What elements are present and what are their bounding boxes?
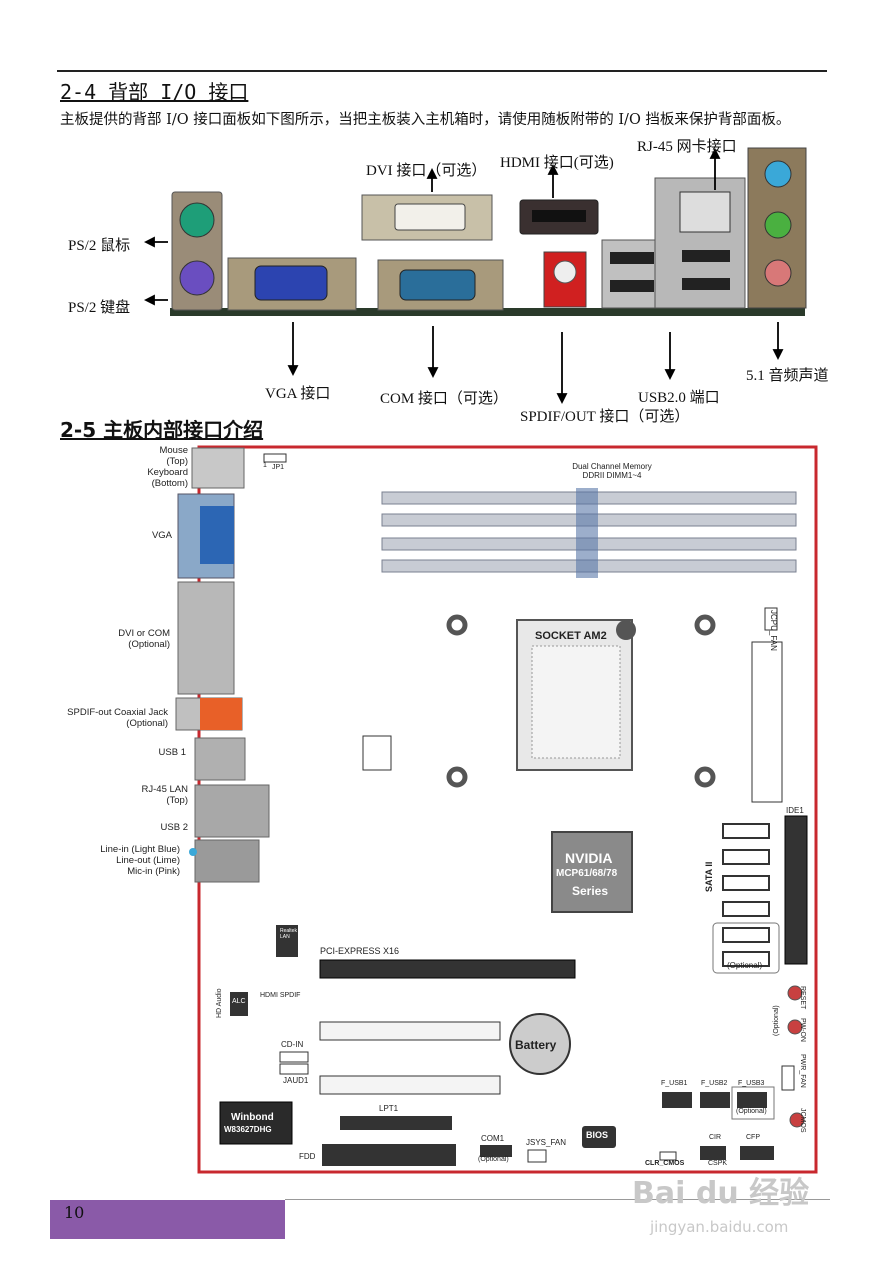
board-label-hdmi-spdif: HDMI SPDIF <box>260 992 301 999</box>
board-label-mcp: MCP61/68/78 <box>556 868 618 879</box>
board-label-jp1: JP1 <box>272 464 285 471</box>
board-label-vga: VGA <box>151 530 172 541</box>
board-label-f-usb2: F_USB2 <box>701 1080 728 1087</box>
board-label-socket: SOCKET AM2 <box>535 630 607 642</box>
board-label-f-usb1: F_USB1 <box>661 1080 688 1087</box>
header-rule <box>57 70 827 72</box>
board-label-spdif: SPDIF-out Coaxial Jack (Optional) <box>67 707 168 729</box>
board-label-bios: BIOS <box>586 1130 609 1140</box>
board-label-sata-optional: (Optional) <box>727 961 763 970</box>
board-label-battery: Battery <box>515 1038 557 1052</box>
motherboard-diagram <box>175 445 818 1174</box>
board-label-fdd: FDD <box>299 1152 316 1161</box>
board-label-reset: RESET <box>799 986 806 1010</box>
label-audio: 5.1 音频声道 <box>746 368 829 384</box>
board-label-memory: Dual Channel Memory DDRII DIMM1~4 <box>572 462 652 480</box>
footer-rule <box>285 1199 830 1200</box>
board-label-jcpu-fan: JCPU_FAN <box>769 610 778 651</box>
board-label-series: Series <box>572 884 609 898</box>
board-label-com1: COM1 <box>481 1134 505 1143</box>
board-label-rj45: RJ-45 LAN (Top) <box>141 784 188 806</box>
footer-bar <box>50 1200 285 1239</box>
label-dvi: DVI 接口（可选） <box>366 163 487 179</box>
board-label-audio: Line-in (Light Blue) Line-out (Lime) Mic… <box>100 844 180 877</box>
board-label-w83627: W83627DHG <box>224 1125 272 1134</box>
label-spdif: SPDIF/OUT 接口（可选） <box>520 409 690 425</box>
board-label-alc: ALC <box>232 998 246 1005</box>
board-label-usb2: USB 2 <box>160 822 188 833</box>
board-label-sata: SATA II <box>704 861 714 892</box>
page-number: 10 <box>64 1203 85 1222</box>
label-usb: USB2.0 端口 <box>638 390 720 406</box>
board-label-f-usb3: F_USB3 <box>738 1080 765 1087</box>
board-label-pcie: PCI-EXPRESS X16 <box>320 946 400 956</box>
label-com: COM 接口（可选） <box>380 391 508 407</box>
board-label-jcmos: JCMOS <box>799 1108 806 1133</box>
io-panel-illustration <box>143 147 807 405</box>
label-rj45: RJ-45 网卡接口 <box>637 139 737 155</box>
board-label-nvidia: NVIDIA <box>565 850 613 866</box>
board-label-clr-cmos: CLR_CMOS <box>645 1160 685 1167</box>
board-label-realtek: Realtek LAN <box>280 928 297 940</box>
board-label-pw-on: PW-ON <box>799 1018 806 1042</box>
label-hdmi: HDMI 接口(可选) <box>500 155 614 171</box>
board-label-cspk: CSPK <box>708 1160 728 1167</box>
board-label-jaud1: JAUD1 <box>283 1076 309 1085</box>
watermark-brand: Bai du 经验 <box>632 1176 810 1211</box>
board-label-cfp: CFP <box>746 1134 760 1141</box>
board-label-jsys-fan: JSYS_FAN <box>526 1138 567 1147</box>
board-label-pwr-fan: PWR_FAN <box>799 1054 806 1088</box>
board-label-fusb-optional: (Optional) <box>736 1108 767 1115</box>
label-ps2-mouse: PS/2 鼠标 <box>68 238 131 254</box>
board-label-jp1-pin: 1 <box>263 462 267 469</box>
board-label-cd-in: CD-IN <box>281 1040 304 1049</box>
section-description: 主板提供的背部 I/O 接口面板如下图所示，当把主板装入主机箱时，请使用随板附带… <box>60 112 791 128</box>
label-vga: VGA 接口 <box>265 386 331 402</box>
section-title-io: 2-4 背部 I/O 接口 <box>60 80 249 104</box>
watermark-url: jingyan.baidu.com <box>650 1218 789 1236</box>
board-label-ide1: IDE1 <box>786 806 804 815</box>
board-label-hd-audio: HD Audio <box>216 988 223 1018</box>
board-label-lpt1: LPT1 <box>379 1104 399 1113</box>
section-title-internal: 2-5 主板内部接口介绍 <box>60 418 264 442</box>
board-label-usb1: USB 1 <box>158 747 186 758</box>
board-label-board-optional: (Optional) <box>773 1005 780 1036</box>
board-label-dvi-com: DVI or COM (Optional) <box>118 628 170 650</box>
board-label-com1-optional: (Optional) <box>478 1156 509 1163</box>
board-label-cir: CIR <box>709 1134 722 1141</box>
board-label-mouse-keyboard: Mouse (Top) Keyboard (Bottom) <box>147 445 188 489</box>
board-label-winbond: Winbond <box>231 1112 274 1123</box>
label-ps2-keyboard: PS/2 键盘 <box>68 300 131 316</box>
